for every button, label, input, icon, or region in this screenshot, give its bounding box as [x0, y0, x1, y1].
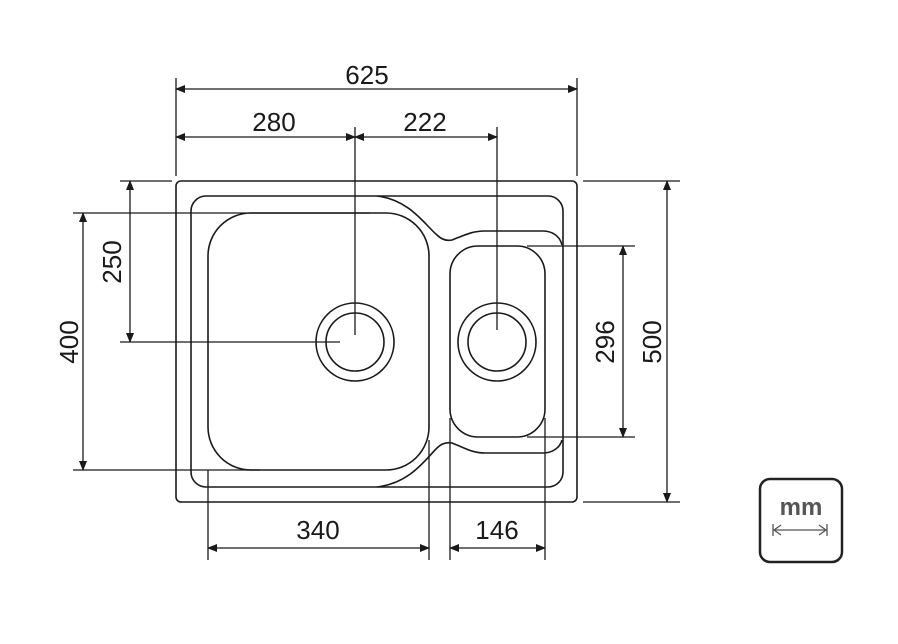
unit-label: mm [780, 494, 823, 521]
label-large-bowl-depth: 400 [54, 320, 84, 363]
label-small-bowl-width: 146 [475, 515, 518, 545]
extension-lines [73, 78, 680, 560]
label-left-drain-from-top: 250 [97, 240, 127, 283]
divider-top-contour [376, 195, 563, 246]
divider-bottom-contour [376, 439, 563, 488]
label-drain-spacing: 222 [403, 107, 446, 137]
label-overall-width: 625 [345, 60, 388, 90]
label-large-bowl-width: 340 [296, 515, 339, 545]
dimension-lines [79, 85, 671, 552]
width-arrow-icon [772, 524, 828, 536]
label-left-drain-offset: 280 [252, 107, 295, 137]
unit-badge: mm [758, 477, 844, 564]
label-small-bowl-depth: 296 [590, 320, 620, 363]
label-overall-depth: 500 [637, 320, 667, 363]
